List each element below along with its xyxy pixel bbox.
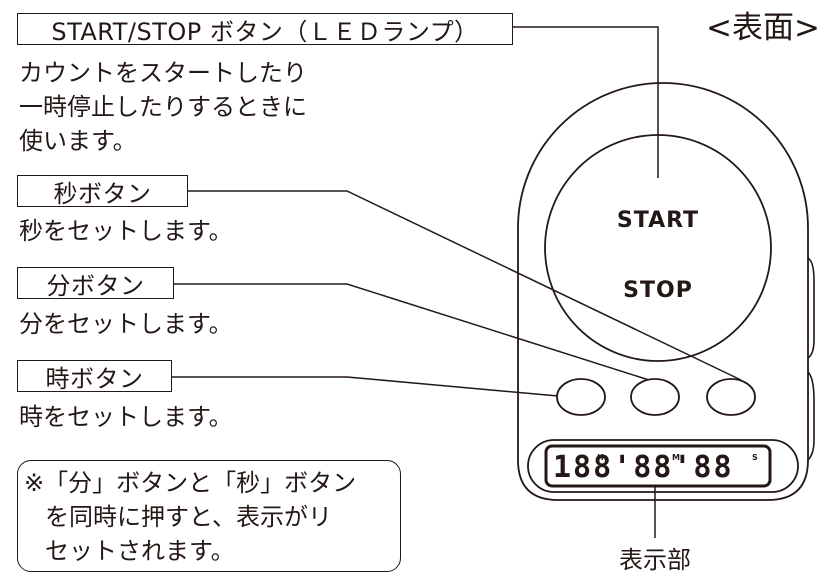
- display-caption: 表示部: [619, 546, 691, 574]
- second-button-label-box: 秒ボタン: [17, 175, 188, 208]
- start-stop-label-box: START/STOP ボタン（ＬＥＤランプ）: [17, 13, 513, 46]
- hour-button-shape: [556, 378, 606, 416]
- reset-note-line: を同時に押すと、表示がリ: [45, 503, 333, 531]
- minute-button-shape: [630, 378, 680, 416]
- start-stop-desc-line: カウントをスタートしたり: [19, 59, 307, 87]
- second-button-label: 秒ボタン: [53, 179, 152, 208]
- start-stop-desc-line: 一時停止したりするときに: [19, 93, 307, 121]
- display-lcd: [544, 444, 772, 488]
- display-unit-s: S: [752, 453, 758, 462]
- device-start-text: START: [617, 208, 699, 233]
- leader-hour-button: [172, 376, 559, 397]
- hour-button-label-box: 時ボタン: [17, 360, 172, 393]
- start-stop-label: START/STOP ボタン（ＬＥＤランプ）: [51, 17, 479, 46]
- leader-start-stop: [513, 26, 659, 178]
- hour-button-description: 時をセットします。: [19, 403, 233, 431]
- device-stop-text: STOP: [623, 278, 693, 303]
- second-button-description: 秒をセットします。: [19, 217, 233, 245]
- reset-note-line: ※「分」ボタンと「秒」ボタン: [24, 469, 357, 497]
- display-unit-m: M: [672, 453, 680, 462]
- minute-button-label: 分ボタン: [46, 271, 145, 300]
- face-title: <表面>: [706, 10, 820, 46]
- start-stop-desc-line: 使います。: [19, 127, 137, 155]
- minute-button-label-box: 分ボタン: [17, 267, 174, 300]
- leader-minute-button: [174, 283, 650, 381]
- second-button-shape: [706, 378, 756, 416]
- leader-second-button: [188, 190, 742, 381]
- display-unit-h: H: [597, 453, 604, 462]
- display-digits: 188'88'88: [553, 450, 734, 485]
- hour-button-label: 時ボタン: [45, 364, 144, 393]
- side-button-upper: [807, 257, 815, 359]
- start-stop-description: カウントをスタートしたり 一時停止したりするときに 使います。: [19, 56, 307, 158]
- minute-button-description: 分をセットします。: [19, 310, 233, 338]
- side-button-lower: [807, 371, 815, 461]
- reset-note-box: [17, 460, 401, 572]
- reset-note-line: セットされます。: [45, 537, 235, 565]
